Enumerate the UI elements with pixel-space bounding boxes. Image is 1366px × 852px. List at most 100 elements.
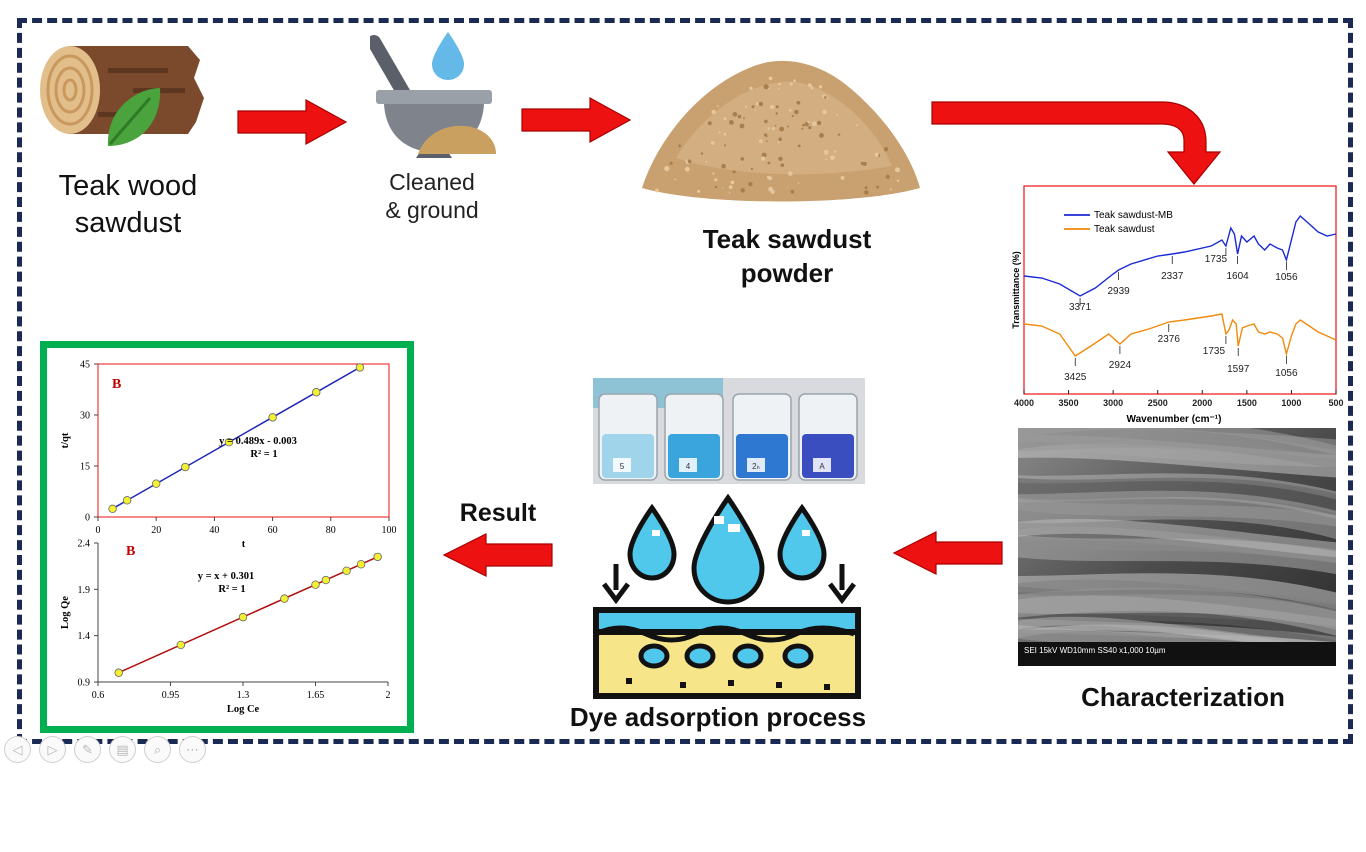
chart-ytick: 1.9 — [78, 585, 91, 596]
ftir-series-mb — [1023, 214, 1337, 297]
adsorbent-bed-icon — [593, 607, 861, 699]
prev-slide-button[interactable]: ◁ — [4, 736, 31, 763]
chart-point — [108, 504, 117, 514]
chart-xtick: 0.95 — [162, 690, 180, 701]
ftir-ylabel: Transmittance (%) — [1011, 251, 1021, 329]
ftir-xtick: 2500 — [1148, 398, 1168, 408]
chart-point — [356, 560, 366, 569]
ftir-legend: Teak sawdust-MB Teak sawdust — [1064, 210, 1173, 235]
ftir-peak-raw: 2924 — [1109, 360, 1132, 371]
pen-button[interactable]: ✎ — [74, 736, 101, 763]
label-powder: Teak sawdust powder — [680, 222, 894, 290]
chart-point — [321, 575, 331, 585]
chart-point — [312, 388, 321, 397]
diagram-frame — [17, 18, 1353, 744]
chart-ytick: 0.9 — [78, 678, 91, 689]
label-characterization: Characterization — [1081, 682, 1285, 712]
label-powder-line1: Teak sawdust — [702, 224, 872, 254]
chart-r2: R² = 1 — [250, 449, 277, 460]
ftir-peak-mb: 1056 — [1275, 272, 1298, 283]
chart-ytick: 0 — [85, 513, 90, 524]
ftir-xtick: 1000 — [1281, 398, 1301, 408]
chart-xlabel: Log Ce — [227, 704, 260, 715]
chart-ytick: 15 — [80, 462, 90, 473]
sawdust-powder-illustration — [636, 48, 926, 208]
label-cleaned-line1: Cleaned — [389, 169, 475, 195]
label-teak-wood: Teak wood sawdust — [36, 168, 220, 242]
chart-xtick: 0.6 — [92, 690, 105, 701]
chart-r2: R² = 1 — [218, 584, 245, 595]
chart-equation: y = x + 0.301 — [198, 571, 255, 582]
ftir-series-raw — [1023, 313, 1337, 357]
chart-xtick: 2 — [386, 690, 391, 701]
arrow-curved-down — [930, 96, 1226, 192]
chart-xtick: 80 — [326, 525, 336, 536]
chart-point — [342, 566, 351, 575]
ftir-peak-mb: 2337 — [1161, 271, 1184, 282]
chart-xtick: 1.3 — [237, 690, 250, 701]
ftir-peak-raw: 2376 — [1158, 334, 1181, 345]
chart-ylabel: Log Qe — [60, 596, 71, 629]
chart-ytick: 30 — [80, 411, 90, 422]
chart-xtick: 1.65 — [307, 690, 325, 701]
label-result: Result — [459, 499, 537, 527]
ftir-legend-mb: Teak sawdust-MB — [1094, 210, 1173, 221]
slide-toolbar: ◁ ▷ ✎ ▤ ⌕ ⋯ — [4, 736, 206, 763]
chart-xlabel: t — [242, 539, 246, 550]
label-dye-adsorption: Dye adsorption process — [569, 702, 867, 732]
label-cleaned: Cleaned & ground — [354, 168, 510, 224]
ftir-xtick: 3000 — [1103, 398, 1123, 408]
ftir-peak-mb: 1604 — [1226, 271, 1249, 282]
chart-fit-line — [118, 556, 378, 674]
ftir-peak-mb: 3371 — [1069, 302, 1092, 313]
ftir-peak-raw: 1056 — [1275, 368, 1298, 379]
ftir-peak-raw: 1735 — [1203, 346, 1226, 357]
next-slide-button[interactable]: ▷ — [39, 736, 66, 763]
label-powder-line2: powder — [740, 258, 834, 288]
ftir-legend-raw: Teak sawdust — [1094, 224, 1155, 235]
water-drop-icon — [432, 32, 464, 80]
sem-footer: SEI 15kV WD10mm SS40 x1,000 10µm — [1024, 646, 1166, 655]
chart-ytick: 1.4 — [78, 631, 91, 642]
ftir-plot-area — [1023, 185, 1337, 395]
ftir-peak-raw: 3425 — [1064, 372, 1087, 383]
chart-point — [122, 496, 132, 505]
sem-image — [1018, 428, 1336, 666]
adsorption-illustration — [590, 494, 866, 700]
chart-point — [176, 640, 186, 650]
beaker-label: 2ₕ — [752, 462, 760, 471]
ftir-xlabel: Wavenumber (cm⁻¹) — [1127, 414, 1222, 425]
ftir-xtick: 4000 — [1014, 398, 1034, 408]
ftir-peak-mb: 1735 — [1205, 254, 1228, 265]
chart-title: B — [126, 544, 135, 559]
chart-equation: y = 0.489x - 0.003 — [219, 436, 297, 447]
chart-point — [311, 580, 320, 589]
chart-point — [355, 363, 365, 372]
ftir-peak-mb: 2939 — [1107, 286, 1130, 297]
ftir-spectrum: Teak sawdust-MB Teak sawdust 3371 2939 233… — [1008, 184, 1346, 428]
slides-button[interactable]: ▤ — [109, 736, 136, 763]
chart-ylabel: t/qt — [60, 432, 71, 448]
beaker-label: A — [819, 462, 825, 471]
chart-title: B — [112, 377, 121, 392]
arrow-left-2 — [440, 532, 554, 578]
chart-plot-area — [97, 363, 390, 518]
leaf-icon — [107, 88, 161, 146]
chart-point — [280, 594, 289, 603]
mortar-pestle-illustration — [370, 28, 500, 158]
chart-point — [181, 462, 190, 472]
more-button[interactable]: ⋯ — [179, 736, 206, 763]
chart-point — [268, 413, 277, 422]
chart-point — [224, 437, 234, 447]
log-icon — [40, 46, 204, 134]
chart-point — [238, 612, 248, 622]
label-teak-wood-line2: sawdust — [74, 207, 182, 239]
ftir-xtick: 3500 — [1059, 398, 1079, 408]
zoom-button[interactable]: ⌕ — [144, 736, 171, 763]
ftir-xtick: 500 — [1328, 398, 1343, 408]
chart-xtick: 40 — [209, 525, 219, 536]
arrow-right-1 — [236, 98, 350, 146]
